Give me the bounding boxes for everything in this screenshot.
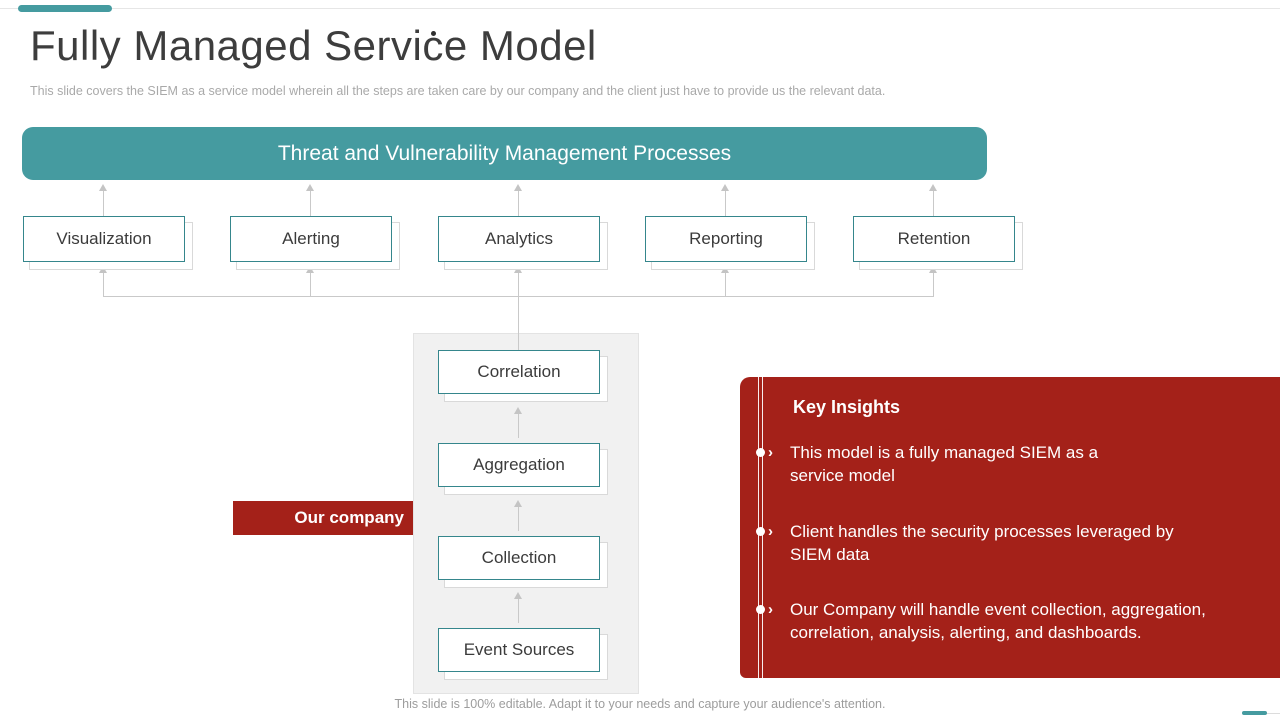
- bottom-accent-bar: [1242, 711, 1267, 715]
- arrow-up-icon: [929, 266, 937, 273]
- key-insights-panel: Key Insights › This model is a fully man…: [740, 377, 1280, 678]
- page-title: Fully Managed Service Model: [30, 22, 597, 69]
- chevron-right-icon: ›: [768, 601, 773, 618]
- arrow-up-icon: [306, 184, 314, 191]
- arrow-up-icon: [514, 407, 522, 414]
- chevron-right-icon: ›: [768, 444, 773, 461]
- company-label: Our company: [294, 508, 404, 527]
- connector-line: [103, 273, 104, 297]
- banner-threat-vulnerability: Threat and Vulnerability Management Proc…: [22, 127, 987, 180]
- top-divider-line: [0, 8, 1280, 9]
- process-box-reporting: Reporting: [645, 216, 807, 262]
- arrow-up-icon: [514, 500, 522, 507]
- arrow-up-icon: [306, 266, 314, 273]
- arrow-up-icon: [721, 266, 729, 273]
- process-box-retention: Retention: [853, 216, 1015, 262]
- bottom-divider-line: [1265, 713, 1280, 714]
- top-accent-bar: [18, 5, 112, 12]
- process-box-analytics: Analytics: [438, 216, 600, 262]
- connector-line: [725, 190, 726, 216]
- stack-box-event-sources: Event Sources: [438, 628, 600, 672]
- process-box-visualization: Visualization: [23, 216, 185, 262]
- arrow-up-icon: [99, 266, 107, 273]
- connector-line: [310, 190, 311, 216]
- connector-line: [310, 273, 311, 297]
- connector-line: [103, 190, 104, 216]
- bullet-circle-icon: [756, 527, 765, 536]
- stack-box-correlation: Correlation: [438, 350, 600, 394]
- process-box-label: Visualization: [56, 229, 152, 248]
- connector-line: [518, 414, 519, 438]
- stack-box-aggregation: Aggregation: [438, 443, 600, 487]
- connector-line: [725, 273, 726, 297]
- banner-label: Threat and Vulnerability Management Proc…: [277, 141, 732, 165]
- arrow-up-icon: [929, 184, 937, 191]
- connector-line: [518, 599, 519, 623]
- stack-box-label: Aggregation: [473, 455, 565, 474]
- stack-box-label: Collection: [481, 548, 557, 567]
- bullet-circle-icon: [756, 448, 765, 457]
- process-box-label: Reporting: [689, 229, 763, 248]
- process-box-label: Alerting: [282, 229, 340, 248]
- insight-bullet: › Client handles the security processes …: [756, 520, 1185, 566]
- connector-line: [518, 507, 519, 531]
- connector-line: [933, 190, 934, 216]
- bullet-circle-icon: [756, 605, 765, 614]
- company-label-bar: Our company: [233, 501, 413, 535]
- process-box-label: Retention: [897, 229, 971, 248]
- dot-marker: [431, 31, 436, 36]
- connector-line: [933, 273, 934, 297]
- insight-bullet: › Our Company will handle event collecti…: [756, 598, 1255, 644]
- arrow-up-icon: [514, 184, 522, 191]
- stack-box-label: Correlation: [477, 362, 561, 381]
- stack-box-label: Event Sources: [463, 640, 575, 659]
- key-insights-title: Key Insights: [793, 397, 901, 417]
- arrow-up-icon: [514, 266, 522, 273]
- insight-text: Our Company will handle event collection…: [790, 600, 1206, 642]
- insight-bullet: › This model is a fully managed SIEM as …: [756, 441, 1135, 487]
- arrow-up-icon: [99, 184, 107, 191]
- connector-line: [518, 296, 519, 350]
- connector-line: [518, 273, 519, 297]
- chevron-right-icon: ›: [768, 523, 773, 540]
- insight-text: This model is a fully managed SIEM as a …: [790, 443, 1099, 485]
- process-box-alerting: Alerting: [230, 216, 392, 262]
- stack-box-collection: Collection: [438, 536, 600, 580]
- insight-text: Client handles the security processes le…: [790, 522, 1174, 564]
- connector-line: [518, 190, 519, 216]
- arrow-up-icon: [721, 184, 729, 191]
- arrow-up-icon: [514, 592, 522, 599]
- process-box-label: Analytics: [484, 229, 554, 248]
- slide-subtitle: This slide covers the SIEM as a service …: [30, 84, 886, 98]
- footer-note: This slide is 100% editable. Adapt it to…: [394, 697, 886, 711]
